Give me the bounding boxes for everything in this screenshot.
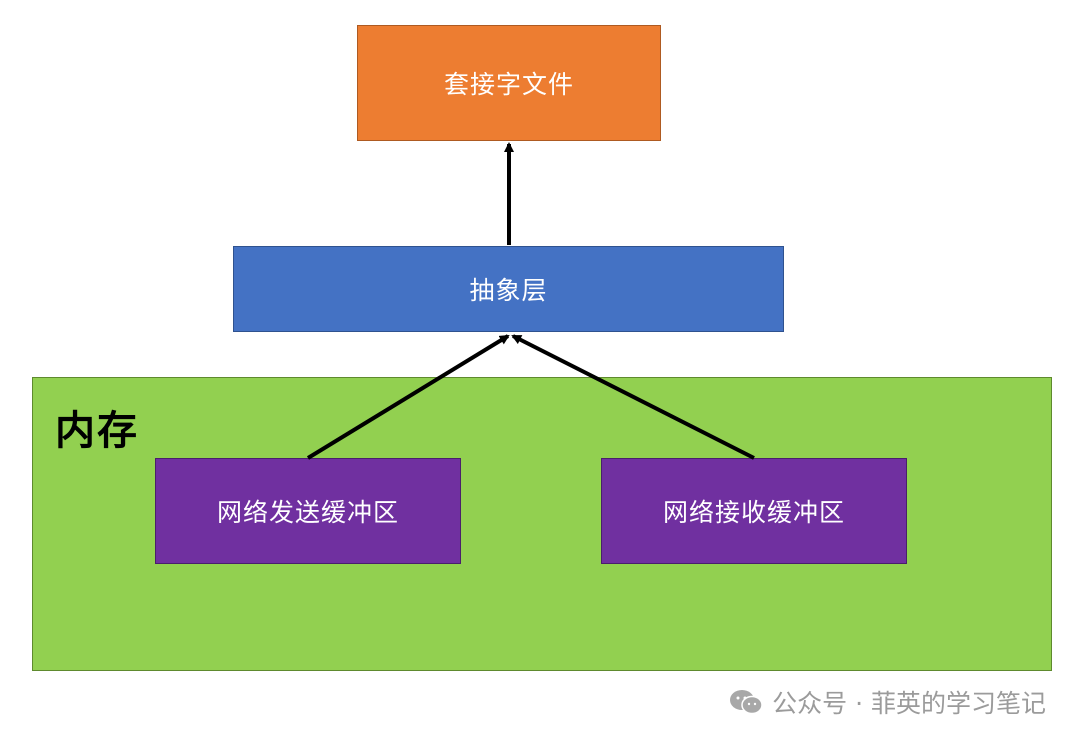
socket-file-label: 套接字文件 bbox=[443, 70, 574, 99]
send-buffer-label: 网络发送缓冲区 bbox=[216, 498, 399, 527]
memory-label: 内存 bbox=[55, 408, 139, 454]
abstraction-layer-label: 抽象层 bbox=[469, 276, 548, 305]
send-buffer-node: 网络发送缓冲区 bbox=[155, 458, 461, 564]
wechat-icon bbox=[730, 690, 763, 715]
recv-buffer-label: 网络接收缓冲区 bbox=[662, 498, 845, 527]
abstraction-layer-node: 抽象层 bbox=[233, 246, 784, 332]
socket-file-node: 套接字文件 bbox=[357, 25, 661, 141]
watermark: 公众号 · 菲英的学习笔记 bbox=[728, 684, 1046, 720]
watermark-text: 公众号 · 菲英的学习笔记 bbox=[772, 689, 1046, 718]
recv-buffer-node: 网络接收缓冲区 bbox=[601, 458, 907, 564]
